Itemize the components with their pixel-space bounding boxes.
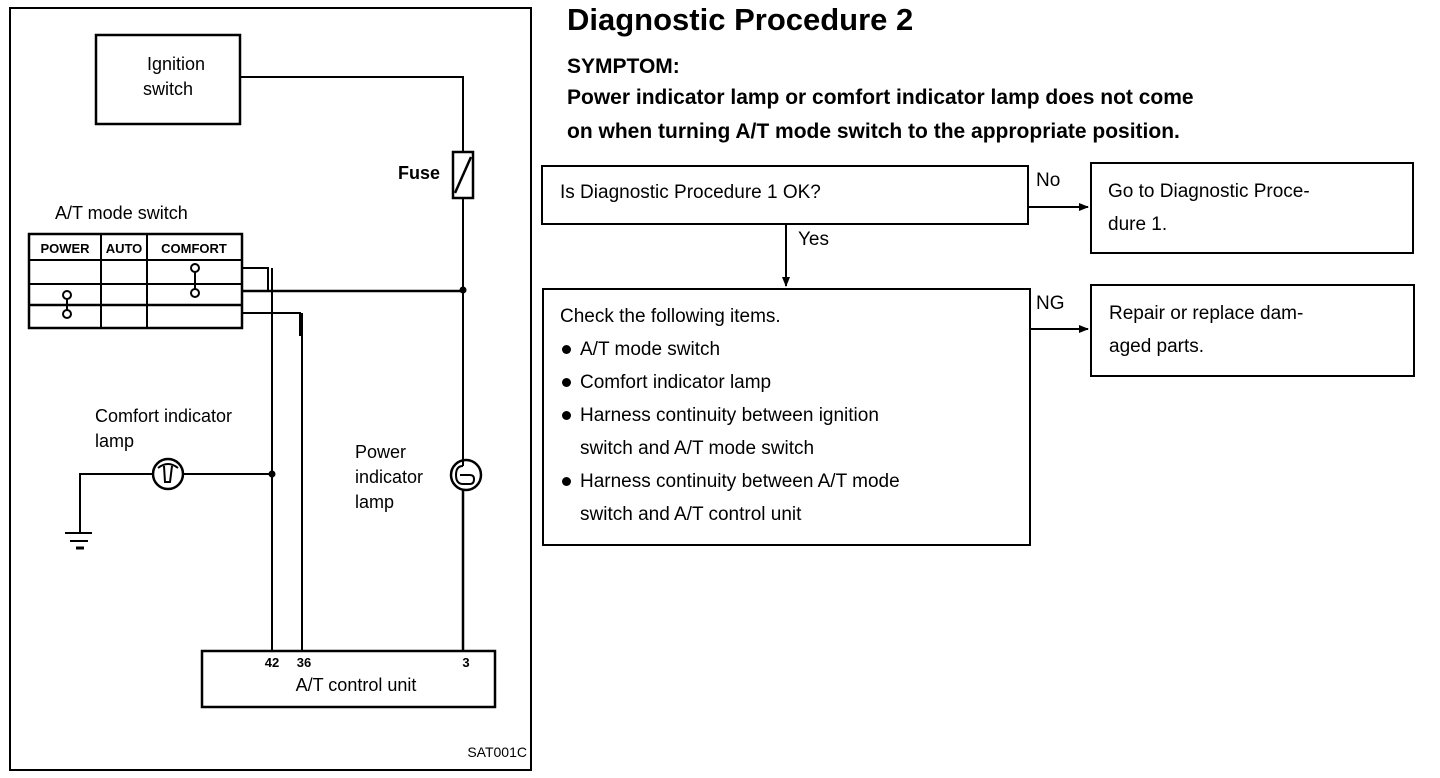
mode-column-comfort: COMFORT: [161, 241, 227, 256]
junction-dot: [268, 470, 276, 478]
power-lamp-label-1: Power: [355, 442, 406, 462]
page-title: Diagnostic Procedure 2: [567, 2, 914, 37]
wire-ground-comfort-lamp: [79, 473, 152, 532]
check-item-text: Harness continuity between ignition: [580, 405, 879, 426]
terminal-3-label: 3: [462, 655, 469, 670]
power-lamp-icon: [449, 455, 483, 492]
control-unit: 42 36 3 A/T control unit: [200, 649, 497, 709]
comfort-lamp-icon: [151, 457, 185, 491]
no-action-box: Go to Diagnostic Proce- dure 1.: [1090, 162, 1414, 254]
wire-switch-row1: [242, 267, 269, 290]
figure-code: SAT001C: [467, 744, 527, 760]
no-action-line-1: Go to Diagnostic Proce-: [1108, 181, 1310, 202]
check-item: Harness continuity between ignition swit…: [560, 399, 1029, 465]
ignition-switch: Ignition switch: [94, 33, 242, 126]
no-action-line-2: dure 1.: [1108, 214, 1168, 235]
check-item: A/T mode switch: [560, 333, 1029, 366]
wiring-diagram: Ignition switch Fuse A/T mode switch POW…: [9, 7, 532, 771]
bullet-icon: [562, 378, 571, 387]
step2-check-box: Check the following items. A/T mode swit…: [542, 288, 1031, 546]
check-item: Comfort indicator lamp: [560, 366, 1029, 399]
power-contact-icon: [62, 290, 72, 319]
ng-label: NG: [1036, 293, 1065, 314]
mode-switch-label: A/T mode switch: [55, 203, 188, 223]
symptom-line-1: Power indicator lamp or comfort indicato…: [567, 86, 1194, 109]
check-item: Harness continuity between A/T mode swit…: [560, 465, 1029, 531]
check-item-text: switch and A/T control unit: [580, 504, 802, 525]
power-lamp-label-2: indicator: [355, 467, 423, 487]
bullet-icon: [562, 411, 571, 420]
ng-action-box: Repair or replace dam- aged parts.: [1090, 284, 1415, 377]
ground-icon: [65, 532, 92, 550]
step1-question-box: Is Diagnostic Procedure 1 OK?: [541, 165, 1029, 225]
fuse-icon: [451, 150, 475, 200]
check-heading: Check the following items.: [560, 306, 781, 327]
symptom-line-2: on when turning A/T mode switch to the a…: [567, 120, 1180, 143]
flowchart-connectors: [782, 203, 1089, 333]
terminal-36-label: 36: [297, 655, 311, 670]
wire-switch-row3: [242, 312, 301, 336]
comfort-contact-icon: [190, 263, 200, 298]
terminal-42-label: 42: [265, 655, 279, 670]
symptom-heading: SYMPTOM:: [567, 55, 680, 78]
comfort-lamp-label-2: lamp: [95, 431, 134, 451]
comfort-lamp-label-1: Comfort indicator: [95, 406, 232, 426]
check-item-text: switch and A/T mode switch: [580, 438, 815, 459]
power-lamp-label-3: lamp: [355, 492, 394, 512]
ng-action-line-1: Repair or replace dam-: [1109, 303, 1304, 324]
check-item-text: Comfort indicator lamp: [580, 372, 772, 393]
fuse-label: Fuse: [398, 163, 440, 183]
step1-question: Is Diagnostic Procedure 1 OK?: [560, 182, 821, 203]
mode-switch-table: POWER AUTO COMFORT: [27, 232, 244, 330]
check-item-text: Harness continuity between A/T mode: [580, 471, 900, 492]
bullet-icon: [562, 345, 571, 354]
mode-column-auto: AUTO: [106, 241, 143, 256]
ignition-switch-label-1: Ignition: [147, 54, 205, 74]
no-label: No: [1036, 170, 1061, 191]
bullet-icon: [562, 477, 571, 486]
yes-label: Yes: [798, 229, 829, 250]
ignition-switch-label-2: switch: [143, 79, 193, 99]
mode-column-power: POWER: [40, 241, 90, 256]
ng-action-line-2: aged parts.: [1109, 336, 1205, 357]
control-unit-label: A/T control unit: [296, 675, 417, 695]
diagram-frame: [9, 7, 532, 771]
check-item-text: A/T mode switch: [580, 339, 721, 360]
wire-ignition-fuse: [240, 76, 464, 152]
